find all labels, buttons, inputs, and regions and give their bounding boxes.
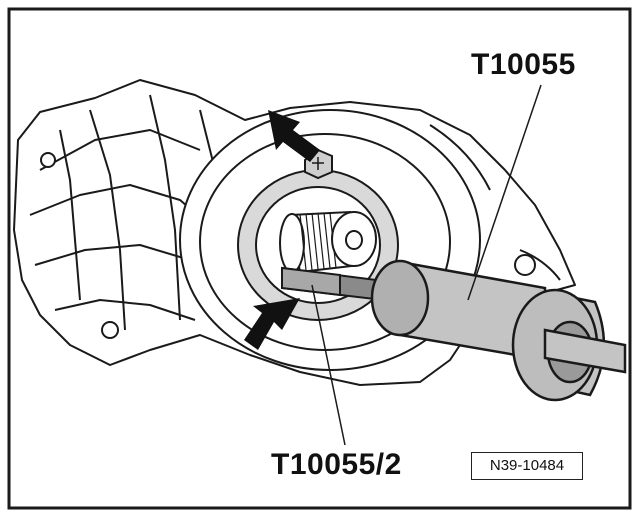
pointer-arrow-icon	[244, 298, 300, 350]
figure-frame	[7, 7, 632, 510]
figure-number: N39-10484	[471, 452, 583, 480]
puller-tool	[370, 259, 627, 402]
pointer-arrow-icon	[268, 110, 320, 162]
leader-lines	[311, 84, 542, 446]
sub-tool-label: T10055/2	[271, 448, 402, 481]
tool-label: T10055	[471, 48, 576, 81]
output-shaft	[279, 210, 377, 274]
